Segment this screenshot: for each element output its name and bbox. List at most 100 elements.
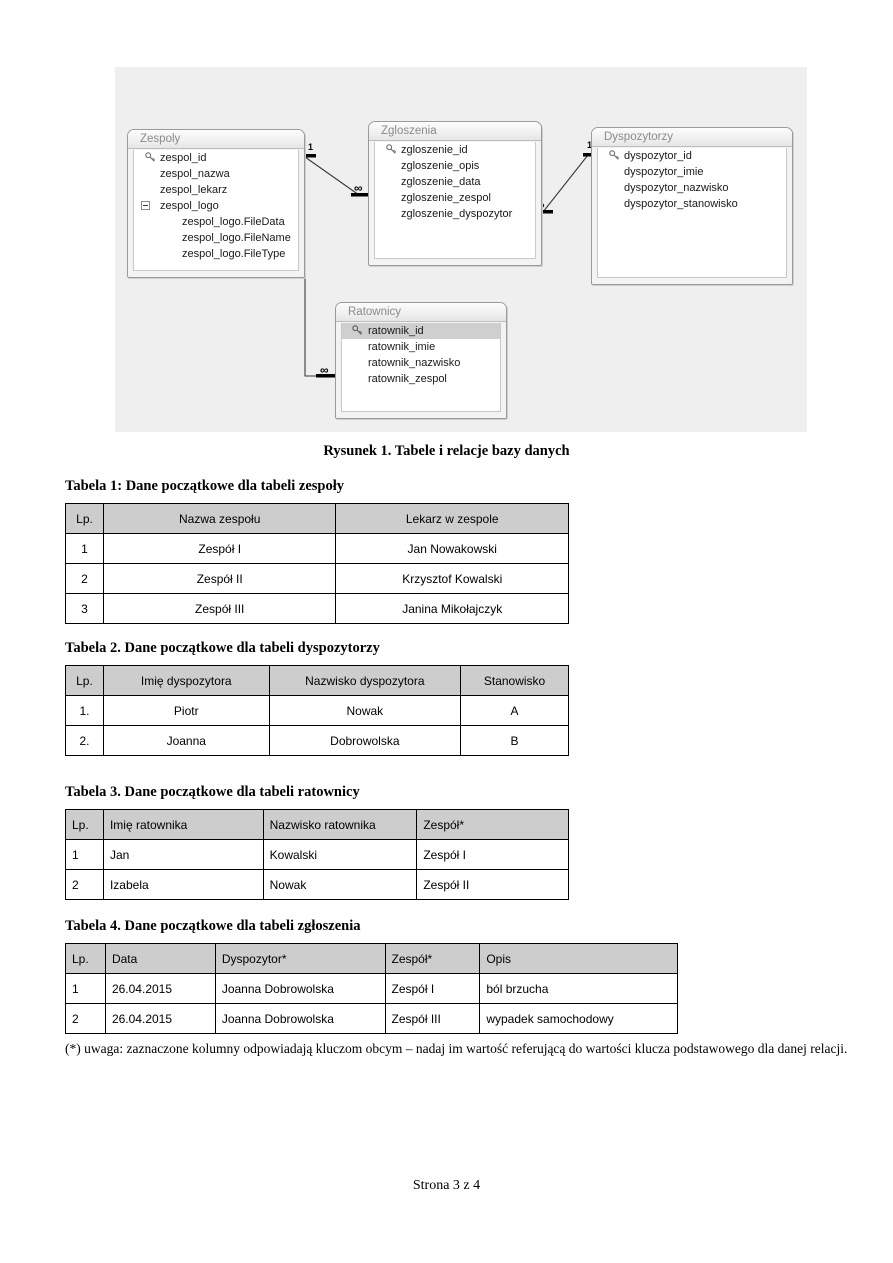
db-field-label: ratownik_zespol xyxy=(368,373,447,385)
table-cell: Zespół I xyxy=(416,839,569,870)
db-table-dyspozytorzy[interactable]: Dyspozytorzy dyspozytor_id dyspozytor_im… xyxy=(591,127,793,285)
footnote-text: (*) uwaga: zaznaczone kolumny odpowiadaj… xyxy=(65,1041,848,1056)
column-header: Imię ratownika xyxy=(102,809,264,840)
db-field-row[interactable]: ratownik_zespol xyxy=(342,371,500,387)
db-table-field-list: zespol_id zespol_nazwa zespol_lekarz zes… xyxy=(133,150,299,271)
db-field-row[interactable]: zgloszenie_data xyxy=(375,174,535,190)
db-field-row[interactable]: zespol_logo.FileType xyxy=(134,246,298,262)
db-field-row-selected[interactable]: ratownik_id xyxy=(342,323,500,339)
db-field-label: zespol_logo.FileData xyxy=(182,216,285,228)
table-cell: Zespół II xyxy=(102,563,337,594)
table-cell: Kowalski xyxy=(262,839,418,870)
db-field-label: zespol_id xyxy=(160,152,207,164)
cardinality-label-one-dyspozytorzy: 1 xyxy=(587,140,593,150)
cardinality-label-one-zespoly: 1 xyxy=(308,142,314,152)
table-cell: Janina Mikołajczyk xyxy=(335,593,569,624)
db-field-label: ratownik_nazwisko xyxy=(368,357,461,369)
db-field-row[interactable]: zespol_lekarz xyxy=(134,182,298,198)
page-number-footer: Strona 3 z 4 xyxy=(412,1178,481,1193)
column-header: Stanowisko xyxy=(460,665,569,696)
table3-caption: Tabela 3. Dane początkowe dla tabeli rat… xyxy=(65,784,360,800)
table-cell: 2 xyxy=(65,1003,106,1034)
table-row: 2 Zespół II Krzysztof Kowalski xyxy=(65,563,569,594)
table-header-row: Lp. Imię dyspozytora Nazwisko dyspozytor… xyxy=(65,665,569,696)
db-field-label: ratownik_imie xyxy=(368,341,436,353)
table2-dyspozytorzy: Lp. Imię dyspozytora Nazwisko dyspozytor… xyxy=(65,665,569,756)
table2-caption: Tabela 2. Dane początkowe dla tabeli dys… xyxy=(65,640,380,656)
table-row: 1 26.04.2015 Joanna Dobrowolska Zespół I… xyxy=(65,973,678,1004)
primary-key-icon xyxy=(352,325,363,337)
table-cell: 26.04.2015 xyxy=(104,973,216,1004)
table-header-row: Lp. Data Dyspozytor* Zespół* Opis xyxy=(65,943,678,974)
table-cell: Joanna Dobrowolska xyxy=(214,1003,386,1034)
db-field-row[interactable]: zespol_nazwa xyxy=(134,166,298,182)
table-cell: Zespół III xyxy=(384,1003,481,1034)
table-header-row: Lp. Imię ratownika Nazwisko ratownika Ze… xyxy=(65,809,569,840)
table-row: 2 Izabela Nowak Zespół II xyxy=(65,869,569,900)
db-table-zgloszenia[interactable]: Zgloszenia zgloszenie_id zgloszenie_opis… xyxy=(368,121,542,266)
db-table-title: Dyspozytorzy xyxy=(592,128,792,147)
collapse-toggle-icon[interactable] xyxy=(141,201,150,210)
db-table-field-list: dyspozytor_id dyspozytor_imie dyspozytor… xyxy=(597,148,787,278)
cardinality-label-many-ratownicy: ∞ xyxy=(320,363,329,377)
primary-key-icon xyxy=(609,150,620,162)
db-field-label: dyspozytor_nazwisko xyxy=(624,182,729,194)
column-header: Opis xyxy=(479,943,678,974)
table1-zespoly: Lp. Nazwa zespołu Lekarz w zespole 1 Zes… xyxy=(65,503,569,624)
db-table-title: Ratownicy xyxy=(336,303,506,322)
table-cell: Zespół I xyxy=(384,973,481,1004)
column-header: Imię dyspozytora xyxy=(102,665,270,696)
db-table-zespoly[interactable]: Zespoly zespol_id zespol_nazwa zespol_le… xyxy=(127,129,305,278)
table-cell: 2 xyxy=(65,563,104,594)
table-cell: Zespół II xyxy=(416,869,569,900)
column-header: Lp. xyxy=(65,665,104,696)
column-header: Zespół* xyxy=(384,943,481,974)
db-field-row[interactable]: ratownik_imie xyxy=(342,339,500,355)
db-field-label: zespol_logo.FileType xyxy=(182,248,286,260)
column-header: Dyspozytor* xyxy=(214,943,386,974)
column-header: Lp. xyxy=(65,503,104,534)
table-cell: Piotr xyxy=(102,695,270,726)
db-field-label: ratownik_id xyxy=(368,325,424,337)
database-relationships-diagram: 1 ∞ ∞ ∞ 1 Zespoly zespol_id zespol_nazwa… xyxy=(115,67,807,432)
table-row: 1. Piotr Nowak A xyxy=(65,695,569,726)
table-cell: B xyxy=(460,725,569,756)
column-header: Data xyxy=(104,943,216,974)
db-field-label: zespol_lekarz xyxy=(160,184,228,196)
table4-caption: Tabela 4. Dane początkowe dla tabeli zgł… xyxy=(65,918,361,934)
db-field-row[interactable]: zespol_logo.FileData xyxy=(134,214,298,230)
column-header: Nazwisko ratownika xyxy=(262,809,418,840)
column-header: Zespół* xyxy=(416,809,569,840)
db-field-row[interactable]: dyspozytor_id xyxy=(598,148,786,164)
table-cell: Nowak xyxy=(262,869,418,900)
db-field-row[interactable]: zespol_logo xyxy=(134,198,298,214)
db-field-row[interactable]: zgloszenie_id xyxy=(375,142,535,158)
table-row: 2. Joanna Dobrowolska B xyxy=(65,725,569,756)
db-table-ratownicy[interactable]: Ratownicy ratownik_id ratownik_imie rato… xyxy=(335,302,507,419)
db-field-row[interactable]: dyspozytor_stanowisko xyxy=(598,196,786,212)
db-field-row[interactable]: dyspozytor_nazwisko xyxy=(598,180,786,196)
db-field-row[interactable]: zgloszenie_opis xyxy=(375,158,535,174)
db-field-row[interactable]: zespol_id xyxy=(134,150,298,166)
table-cell: 2 xyxy=(65,869,104,900)
column-header: Lekarz w zespole xyxy=(335,503,569,534)
table-cell: 26.04.2015 xyxy=(104,1003,216,1034)
db-field-label: zgloszenie_opis xyxy=(401,160,480,172)
db-field-label: dyspozytor_imie xyxy=(624,166,704,178)
table-cell: Krzysztof Kowalski xyxy=(335,563,569,594)
db-field-row[interactable]: dyspozytor_imie xyxy=(598,164,786,180)
db-field-label: zgloszenie_dyspozytor xyxy=(401,208,513,220)
db-field-label: zgloszenie_data xyxy=(401,176,481,188)
column-header: Lp. xyxy=(65,943,106,974)
table-cell: 1 xyxy=(65,839,104,870)
db-field-row[interactable]: zespol_logo.FileName xyxy=(134,230,298,246)
db-field-row[interactable]: ratownik_nazwisko xyxy=(342,355,500,371)
db-field-row[interactable]: zgloszenie_dyspozytor xyxy=(375,206,535,222)
db-table-title: Zespoly xyxy=(128,130,304,149)
table-cell: Jan Nowakowski xyxy=(335,533,569,564)
db-field-row[interactable]: zgloszenie_zespol xyxy=(375,190,535,206)
table-cell: A xyxy=(460,695,569,726)
table-cell: 3 xyxy=(65,593,104,624)
table3-ratownicy: Lp. Imię ratownika Nazwisko ratownika Ze… xyxy=(65,809,569,900)
primary-key-icon xyxy=(386,144,397,156)
